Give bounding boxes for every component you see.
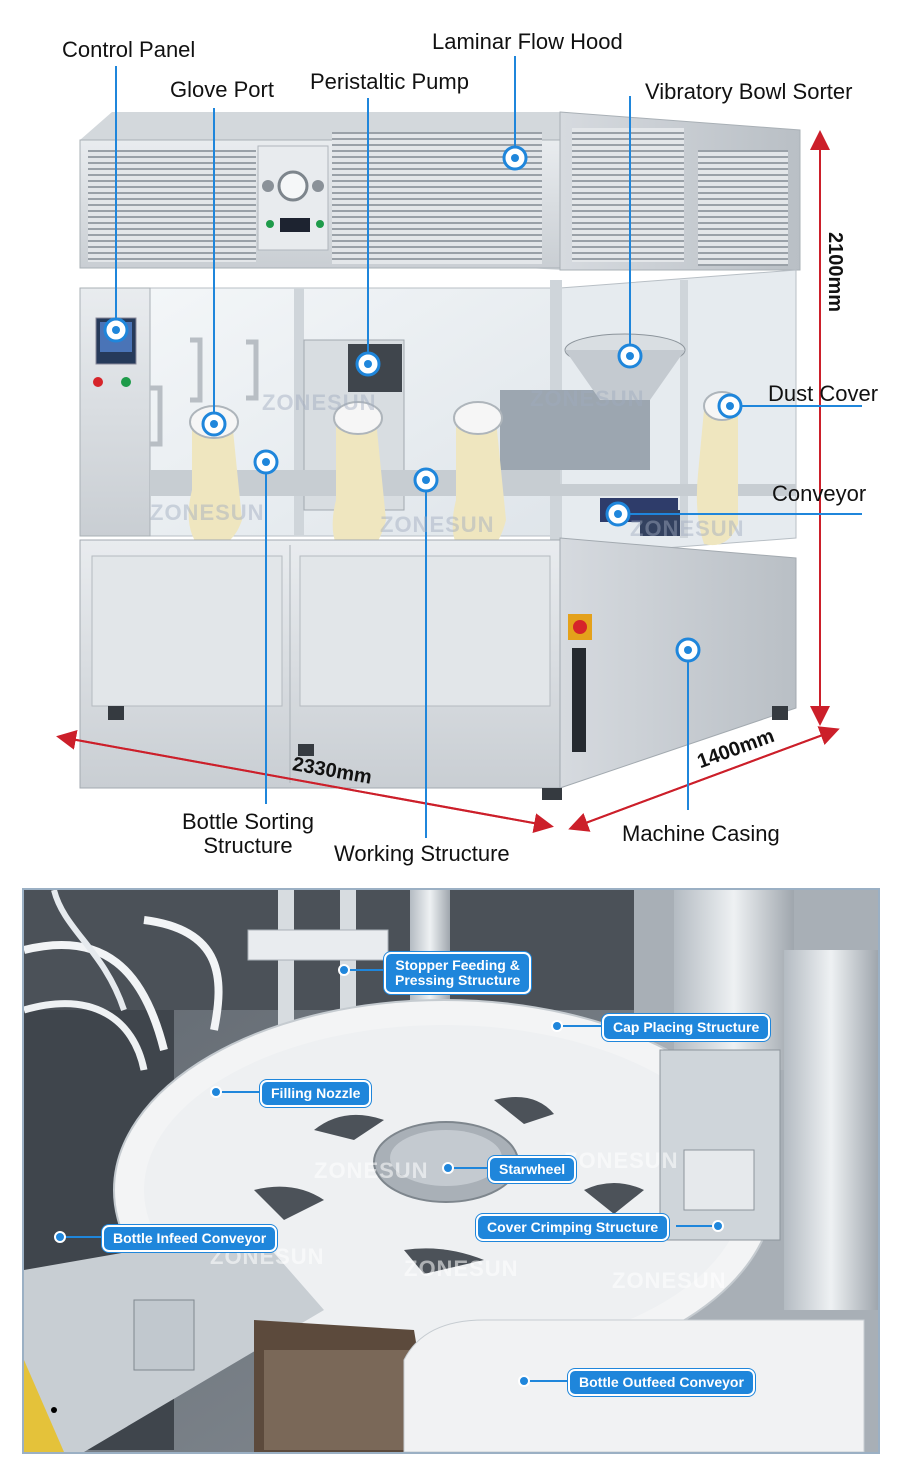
watermark: ZONESUN	[262, 390, 377, 415]
leader-dot-centers	[112, 154, 734, 654]
watermark: ZONESUN	[150, 500, 265, 525]
callout-stopper-feeding: Stopper Feeding & Pressing Structure	[384, 952, 532, 994]
closeup-illustration	[24, 890, 878, 1452]
watermark: ZONESUN	[630, 516, 745, 541]
callout-cover-crimping: Cover Crimping Structure	[476, 1214, 670, 1241]
watermark: ZONESUN	[314, 1158, 429, 1183]
watermark: ZONESUN	[404, 1256, 519, 1281]
closeup-leader-dots	[54, 964, 724, 1387]
watermark: ZONESUN	[380, 512, 495, 537]
callout-filling-nozzle: Filling Nozzle	[260, 1080, 372, 1107]
machine-overview-panel: ZONESUN ZONESUN ZONESUN ZONESUN ZONESUN …	[56, 29, 879, 866]
label-dust-cover: Dust Cover	[768, 381, 879, 406]
callout-bottle-outfeed-conveyor: Bottle Outfeed Conveyor	[568, 1369, 755, 1396]
watermark: ZONESUN	[564, 1148, 679, 1173]
laminar-flow-hood	[79, 111, 801, 271]
callout-starwheel: Starwheel	[488, 1156, 577, 1183]
label-glove-port: Glove Port	[170, 77, 274, 102]
label-control-panel: Control Panel	[62, 37, 196, 62]
label-conveyor: Conveyor	[772, 481, 867, 506]
callout-bottle-infeed-conveyor: Bottle Infeed Conveyor	[102, 1225, 278, 1252]
machine-illustration	[56, 56, 862, 838]
label-peristaltic-pump: Peristaltic Pump	[310, 69, 469, 94]
label-vibratory-bowl-sorter: Vibratory Bowl Sorter	[645, 79, 853, 104]
working-structure-closeup-panel: ZONESUN ZONESUN ZONESUN ZONESUN ZONESUN …	[22, 888, 880, 1454]
dimension-height: 2100mm	[824, 232, 846, 313]
label-working-structure: Working Structure	[334, 841, 510, 866]
callout-cap-placing: Cap Placing Structure	[602, 1014, 771, 1041]
watermark: ZONESUN	[612, 1268, 727, 1293]
leader-lines	[115, 56, 862, 838]
label-bottle-sorting-structure: Bottle Sorting Structure	[181, 809, 315, 858]
label-machine-casing: Machine Casing	[622, 821, 780, 846]
closeup-leader-lines	[60, 969, 718, 1382]
label-laminar-flow-hood: Laminar Flow Hood	[432, 29, 623, 54]
glass-cabin	[79, 269, 797, 560]
dimension-arrows	[56, 130, 840, 833]
watermark: ZONESUN	[530, 386, 645, 411]
